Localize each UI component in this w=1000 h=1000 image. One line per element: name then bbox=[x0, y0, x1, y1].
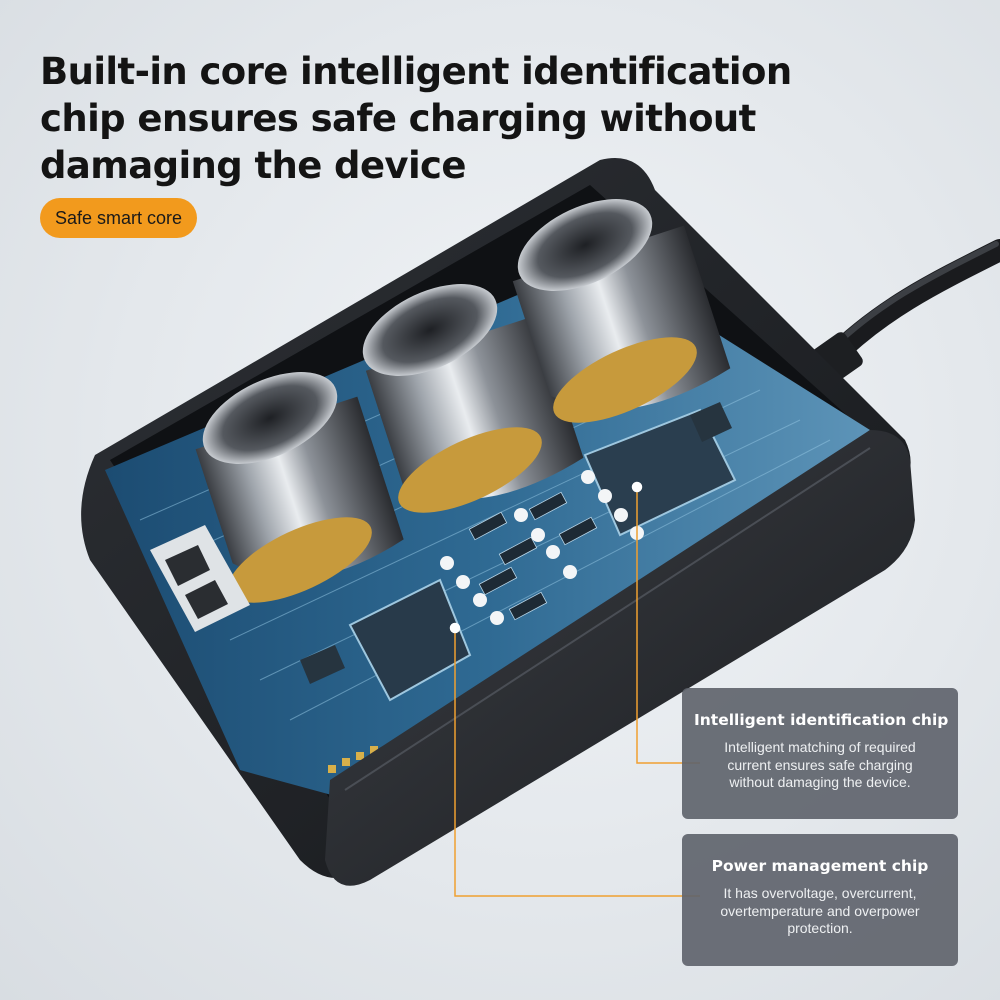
leader-line-power-management bbox=[449, 622, 700, 897]
socket-cylinder-right bbox=[512, 199, 731, 423]
chip-power-management bbox=[348, 578, 472, 702]
headline-line-2: chip ensures safe charging without bbox=[40, 97, 756, 140]
chip-intelligent-identification bbox=[583, 408, 737, 537]
leader-line-identification bbox=[631, 481, 700, 764]
callout-description: Intelligent matching of required current… bbox=[724, 739, 916, 790]
front-lid bbox=[325, 430, 915, 886]
callout-title: Power management chip bbox=[711, 857, 929, 875]
callout-description: It has overvoltage, overcurrent, overtem… bbox=[720, 885, 920, 936]
socket-cylinder-middle bbox=[362, 284, 584, 513]
callout-card-identification-chip: Intelligent identification chip Intellig… bbox=[682, 688, 958, 819]
headline-line-3: damaging the device bbox=[40, 144, 466, 187]
headline: Built-in core intelligent identification… bbox=[40, 48, 800, 189]
usb-port bbox=[150, 525, 250, 632]
callout-title: Intelligent identification chip bbox=[694, 711, 949, 729]
socket-cylinder-left bbox=[195, 372, 404, 603]
callout-card-power-management-chip: Power management chip It has overvoltage… bbox=[682, 834, 958, 966]
safe-smart-core-badge: Safe smart core bbox=[40, 198, 198, 238]
headline-line-1: Built-in core intelligent identification bbox=[40, 50, 792, 93]
